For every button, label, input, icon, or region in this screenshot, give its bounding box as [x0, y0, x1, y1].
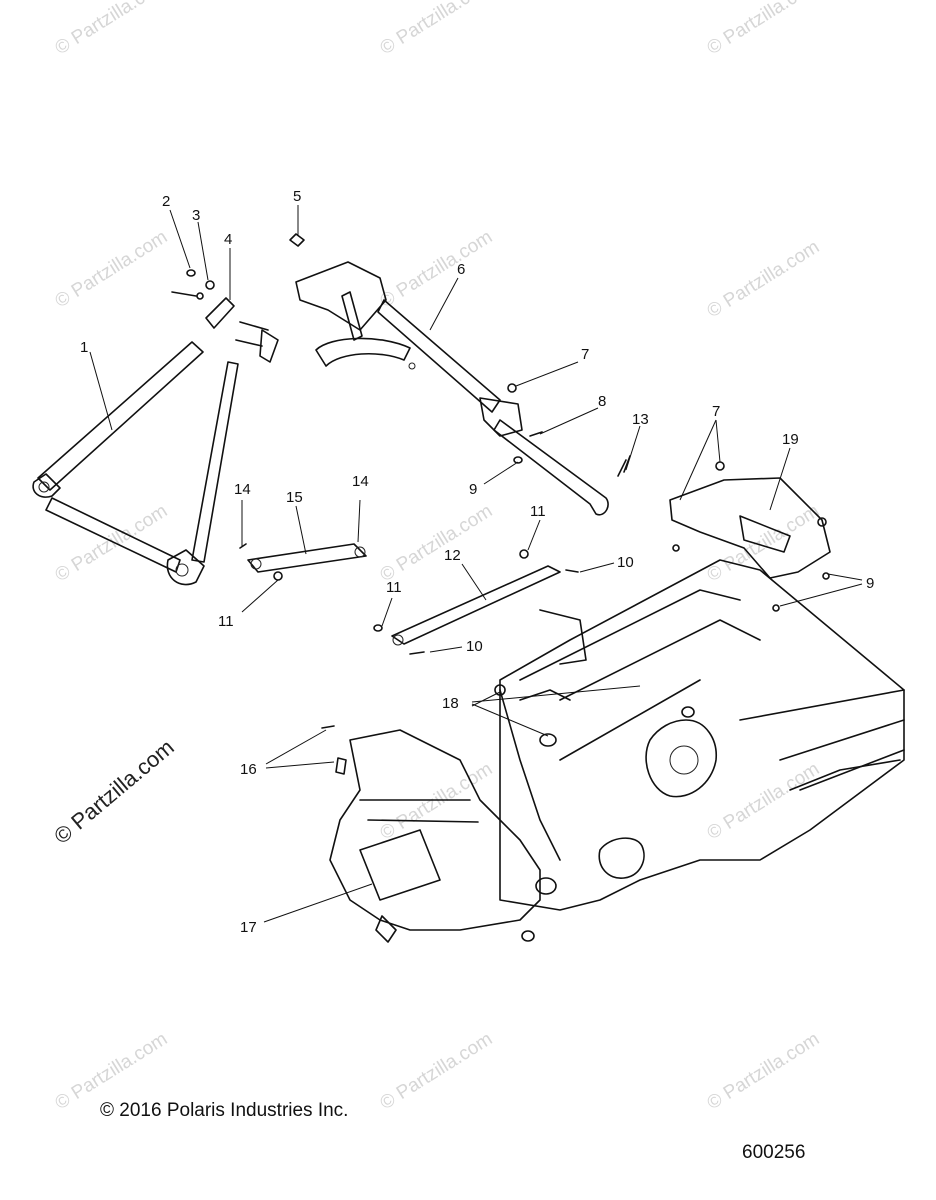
callout-10: 10	[617, 554, 634, 571]
watermark: © Partzilla.com	[377, 501, 497, 587]
part-6-upper-brace	[289, 233, 609, 516]
callout-17: 17	[240, 919, 257, 936]
callouts: 1 2 3 4 5 6 7 8 9 13 7 19 9 14 15 14 11 …	[80, 188, 874, 936]
parts-2-3-4-hardware	[171, 269, 279, 363]
part-1-frame-strut	[32, 341, 239, 586]
callout-12: 12	[444, 547, 461, 564]
watermark: © Partzilla.com	[704, 237, 824, 323]
callout-9: 9	[866, 575, 874, 592]
callout-7: 7	[581, 346, 589, 363]
watermarks: © Partzilla.com © Partzilla.com © Partzi…	[49, 0, 823, 1114]
callout-4: 4	[224, 231, 232, 248]
callout-1: 1	[80, 339, 88, 356]
callout-6: 6	[457, 261, 465, 278]
callout-9: 9	[469, 481, 477, 498]
watermark-large: © Partzilla.com	[49, 734, 179, 848]
callout-7: 7	[712, 403, 720, 420]
diagram-number: 600256	[742, 1142, 806, 1163]
callout-14: 14	[234, 481, 251, 498]
part-19-bracket	[669, 461, 831, 612]
watermark: © Partzilla.com	[704, 0, 824, 59]
leader-lines	[89, 205, 863, 923]
callout-5: 5	[293, 188, 301, 205]
callout-14: 14	[352, 473, 369, 490]
callout-15: 15	[286, 489, 303, 506]
callout-3: 3	[192, 207, 200, 224]
watermark: © Partzilla.com	[52, 0, 172, 59]
watermark: © Partzilla.com	[377, 1029, 497, 1115]
callout-2: 2	[162, 193, 170, 210]
callout-19: 19	[782, 431, 799, 448]
callout-10: 10	[466, 638, 483, 655]
watermark: © Partzilla.com	[377, 227, 497, 313]
callout-11: 11	[530, 503, 546, 520]
part-12-link	[373, 549, 579, 655]
copyright-text: © 2016 Polaris Industries Inc.	[100, 1100, 349, 1121]
watermark: © Partzilla.com	[52, 227, 172, 313]
parts-16-18-hardware	[321, 684, 695, 775]
watermark: © Partzilla.com	[52, 501, 172, 587]
callout-11: 11	[386, 579, 402, 596]
parts-7-8-9-13-hardware	[507, 383, 631, 477]
callout-16: 16	[240, 761, 257, 778]
callout-11: 11	[218, 613, 234, 630]
watermark: © Partzilla.com	[704, 759, 824, 845]
watermark: © Partzilla.com	[377, 0, 497, 59]
part-17-chassis	[329, 559, 905, 943]
watermark: © Partzilla.com	[377, 759, 497, 845]
part-15-link	[239, 543, 367, 581]
watermark: © Partzilla.com	[704, 1029, 824, 1115]
callout-8: 8	[598, 393, 606, 410]
callout-18: 18	[442, 695, 459, 712]
callout-13: 13	[632, 411, 649, 428]
